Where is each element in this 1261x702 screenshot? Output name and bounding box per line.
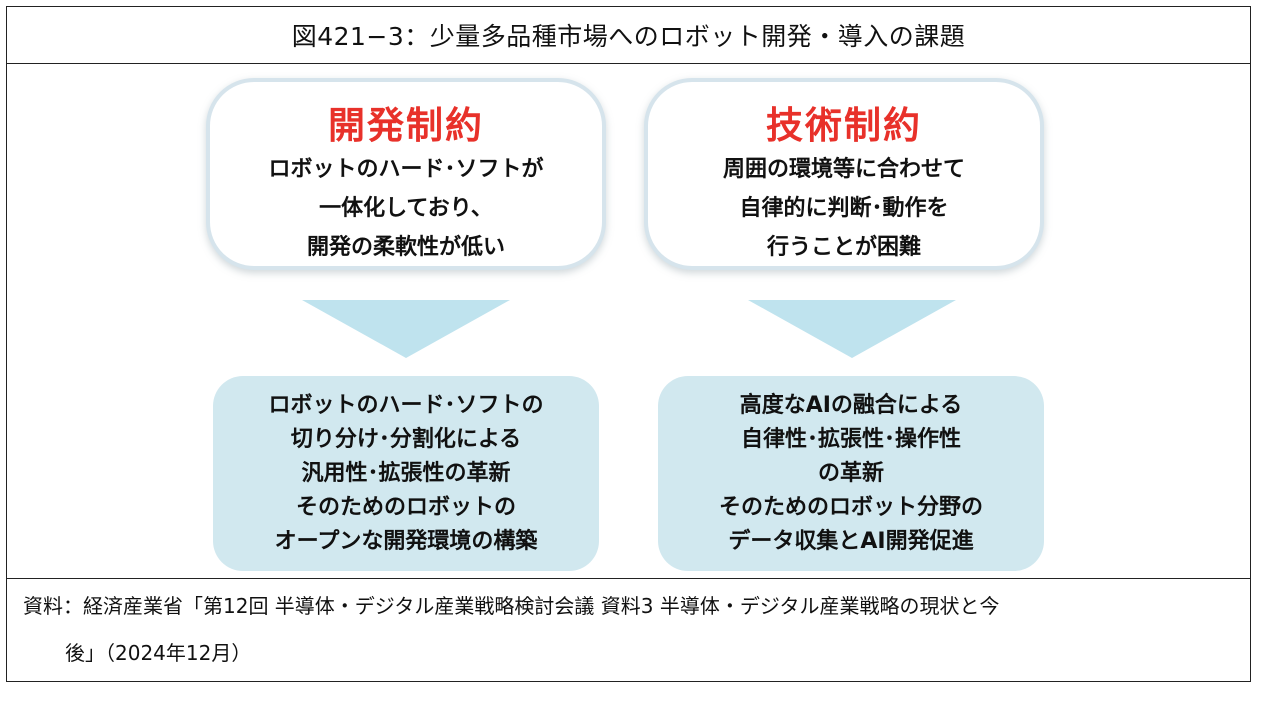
solution-line: 切り分け･分割化による	[290, 426, 522, 452]
figure-title: 図421−3：少量多品種市場へのロボット開発・導入の課題	[7, 7, 1250, 64]
source-line: 資料：経済産業省「第12回 半導体・デジタル産業戦略検討会議 資料3 半導体・デ…	[23, 594, 1000, 618]
solution-line: データ収集とAI開発促進	[728, 528, 974, 554]
down-arrow-right	[748, 300, 956, 358]
development-constraint-box: 開発制約 ロボットのハード･ソフトが 一体化しており、 開発の柔軟性が低い	[206, 78, 606, 270]
development-constraint-title: 開発制約	[328, 104, 484, 147]
source-line: 後」（2024年12月）	[65, 641, 252, 665]
technical-constraint-box: 技術制約 周囲の環境等に合わせて 自律的に判断･動作を 行うことが困難	[644, 78, 1044, 270]
solution-line: そのためのロボット分野の	[718, 494, 983, 520]
down-arrow-left	[302, 300, 510, 358]
diagram-area: 開発制約 ロボットのハード･ソフトが 一体化しており、 開発の柔軟性が低い 技術…	[7, 64, 1250, 578]
constraint-desc-line: 自律的に判断･動作を	[739, 196, 949, 221]
constraint-desc-line: 開発の柔軟性が低い	[306, 235, 505, 260]
solution-line: 高度なAIの融合による	[739, 392, 963, 418]
constraint-desc-line: ロボットのハード･ソフトが	[268, 157, 544, 182]
constraint-desc-line: 一体化しており、	[319, 196, 493, 221]
solution-line: 汎用性･拡張性の革新	[301, 460, 511, 486]
source-note: 資料：経済産業省「第12回 半導体・デジタル産業戦略検討会議 資料3 半導体・デ…	[7, 578, 1250, 681]
solution-line: 自律性･拡張性･操作性	[740, 426, 961, 452]
ai-integration-solution-box: 高度なAIの融合による 自律性･拡張性･操作性 の革新 そのためのロボット分野の…	[658, 376, 1044, 571]
technical-constraint-title: 技術制約	[766, 104, 922, 147]
solution-line: そのためのロボットの	[295, 494, 516, 520]
figure-frame: 図421−3：少量多品種市場へのロボット開発・導入の課題 開発制約 ロボットのハ…	[6, 6, 1251, 682]
constraint-desc-line: 周囲の環境等に合わせて	[722, 157, 965, 182]
solution-line: ロボットのハード･ソフトの	[268, 392, 544, 418]
solution-line: の革新	[817, 460, 884, 486]
modularization-solution-box: ロボットのハード･ソフトの 切り分け･分割化による 汎用性･拡張性の革新 そのた…	[213, 376, 599, 571]
solution-line: オープンな開発環境の構築	[274, 528, 538, 554]
constraint-desc-line: 行うことが困難	[766, 235, 921, 260]
